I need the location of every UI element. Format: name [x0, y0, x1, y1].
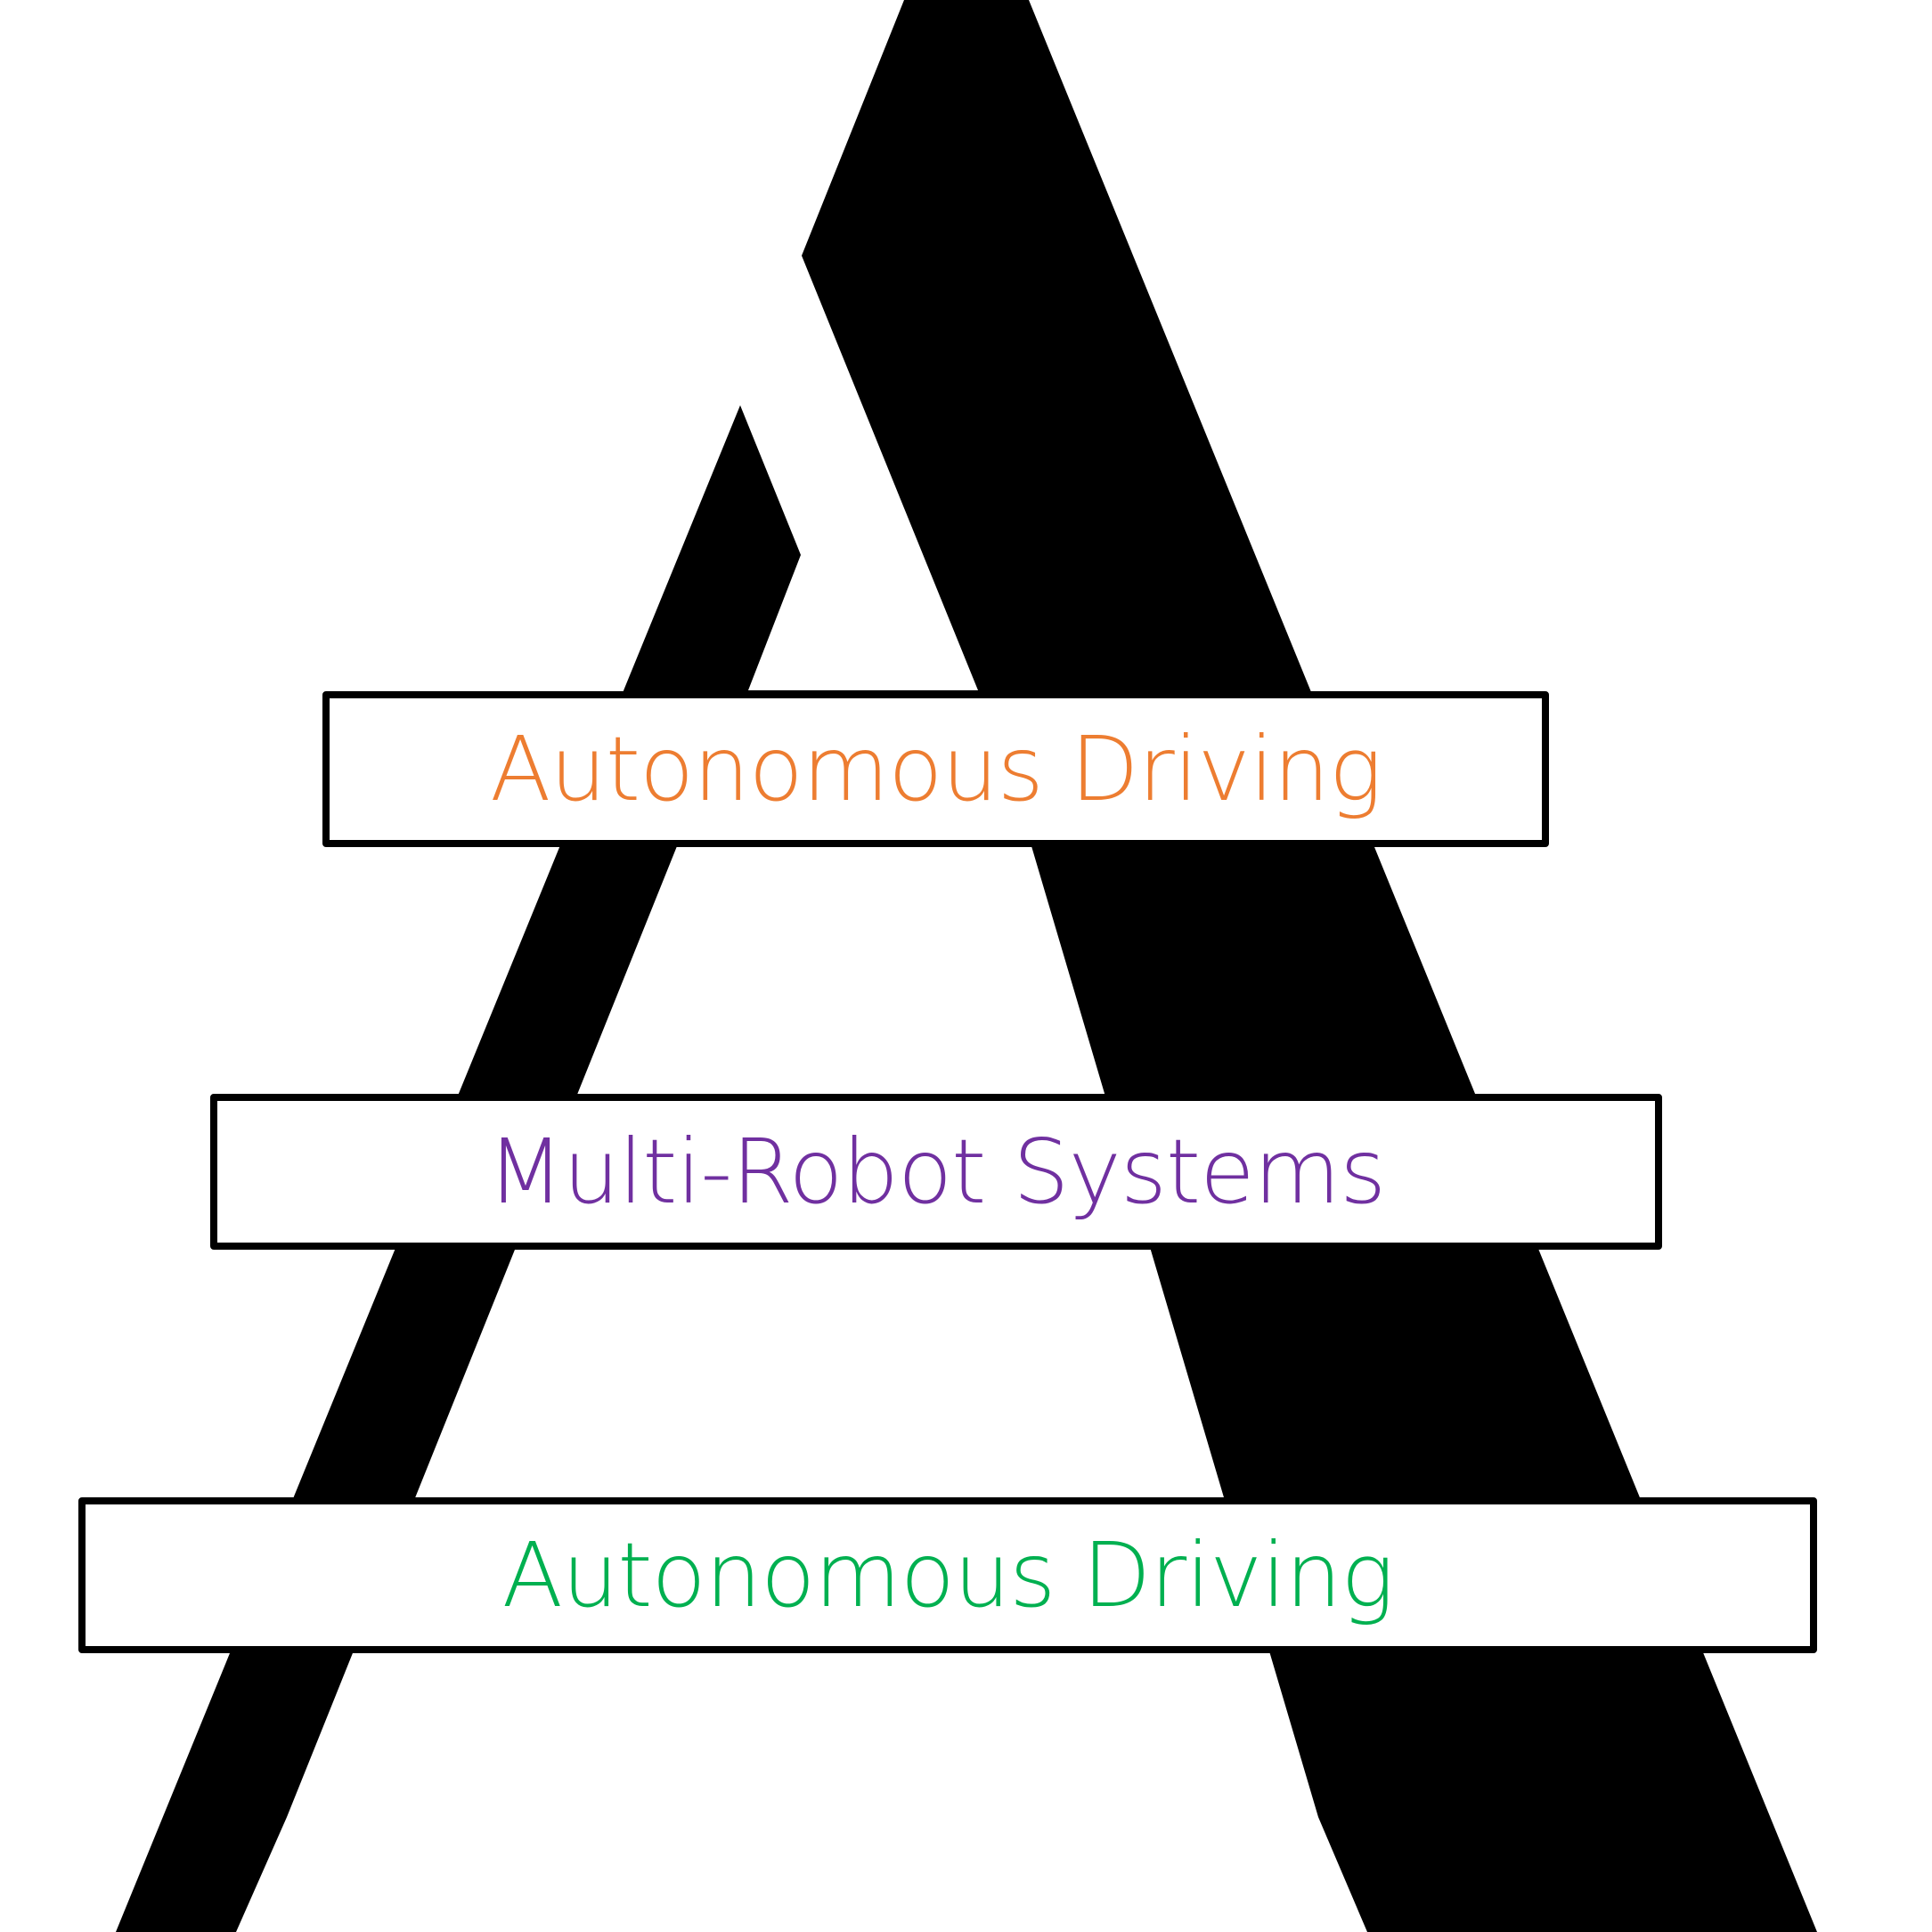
level-label-top: Autonomous Driving: [490, 716, 1382, 821]
level-box-top: Autonomous Driving: [322, 691, 1549, 847]
a-logo-outer-shape: [116, 0, 1817, 1932]
level-label-bottom: Autonomous Driving: [501, 1522, 1395, 1627]
level-box-middle: Multi-Robot Systems: [210, 1094, 1662, 1250]
level-box-bottom: Autonomous Driving: [78, 1497, 1817, 1653]
level-label-middle: Multi-Robot Systems: [486, 1119, 1386, 1224]
